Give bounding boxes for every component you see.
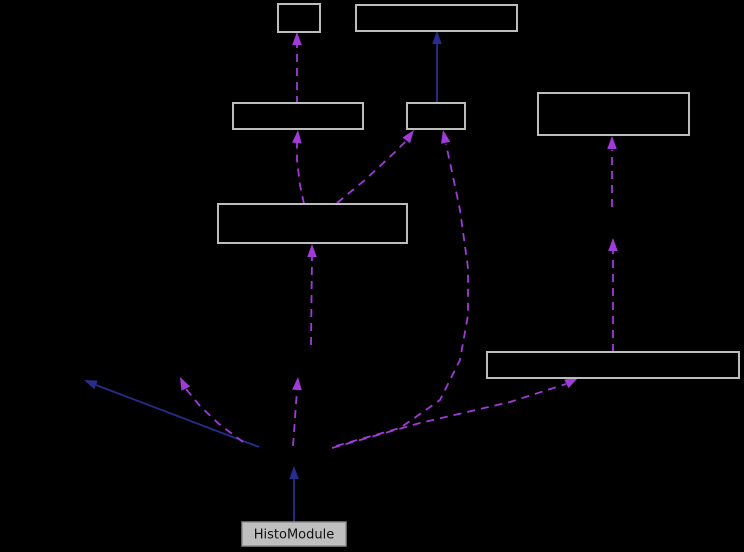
edge-solid-upleft-line <box>95 384 260 448</box>
edge-histomodule-up-arrowhead-icon <box>289 466 299 479</box>
edge-lowerright-up-low-arrowhead-icon <box>608 238 618 251</box>
edge-dashed-center-low-line <box>292 389 298 447</box>
edge-dashed-upleft <box>180 377 244 443</box>
node-top-wide-box[interactable] <box>355 4 518 32</box>
edge-midleft-topsmall-arrowhead-icon <box>292 32 302 45</box>
node-lower-right-box[interactable] <box>486 351 740 379</box>
edge-dashed-center-high <box>307 244 317 346</box>
node-right-tall[interactable] <box>537 92 690 136</box>
edge-midsmall-topwide <box>432 31 442 103</box>
edge-dashed-to-lowerright-line <box>331 383 567 449</box>
edge-centertall-midsmall-line <box>336 141 406 204</box>
node-top-wide[interactable] <box>355 4 518 32</box>
edge-big-curve-midsmall-arrowhead-icon <box>441 130 451 144</box>
node-mid-left[interactable] <box>232 102 364 130</box>
node-histomodule-label: HistoModule <box>254 528 334 543</box>
edge-dashed-center-low <box>292 377 302 447</box>
edge-dashed-upleft-arrowhead-icon <box>180 377 191 391</box>
edge-centertall-midleft-line <box>296 142 305 205</box>
edge-dashed-center-high-line <box>310 256 313 346</box>
node-top-small-box[interactable] <box>277 3 321 33</box>
edge-midsmall-topwide-arrowhead-icon <box>432 31 442 44</box>
edge-histomodule-up <box>289 466 299 522</box>
edge-centertall-midleft-arrowhead-icon <box>292 130 302 144</box>
edge-centertall-midsmall <box>336 130 414 204</box>
node-mid-small-box[interactable] <box>406 102 466 130</box>
node-lower-right[interactable] <box>486 351 740 379</box>
edge-dashed-to-lowerright-arrowhead-icon <box>564 378 578 389</box>
edge-centertall-midleft <box>292 130 305 205</box>
node-center-tall[interactable] <box>217 203 408 244</box>
node-mid-left-box[interactable] <box>232 102 364 130</box>
edge-solid-upleft-arrowhead-icon <box>84 380 98 390</box>
edge-dashed-to-lowerright <box>331 378 578 449</box>
edge-lowerright-up-low <box>608 238 618 352</box>
edge-lowerright-up-high <box>607 136 617 207</box>
edge-dashed-center-low-arrowhead-icon <box>292 377 302 391</box>
edge-big-curve-midsmall-line <box>335 143 469 447</box>
node-histomodule[interactable]: HistoModule <box>241 521 347 547</box>
edge-big-curve-midsmall <box>335 130 469 447</box>
node-top-small[interactable] <box>277 3 321 33</box>
edge-solid-upleft <box>84 380 260 448</box>
edge-dashed-upleft-line <box>185 388 244 443</box>
node-mid-small[interactable] <box>406 102 466 130</box>
edge-lowerright-up-high-arrowhead-icon <box>607 136 617 149</box>
node-histomodule-box[interactable] <box>241 521 347 547</box>
edge-midleft-topsmall <box>292 32 302 104</box>
node-center-tall-box[interactable] <box>217 203 408 244</box>
edge-centertall-midsmall-arrowhead-icon <box>402 130 414 144</box>
edge-dashed-center-high-arrowhead-icon <box>307 244 317 257</box>
node-right-tall-box[interactable] <box>537 92 690 136</box>
